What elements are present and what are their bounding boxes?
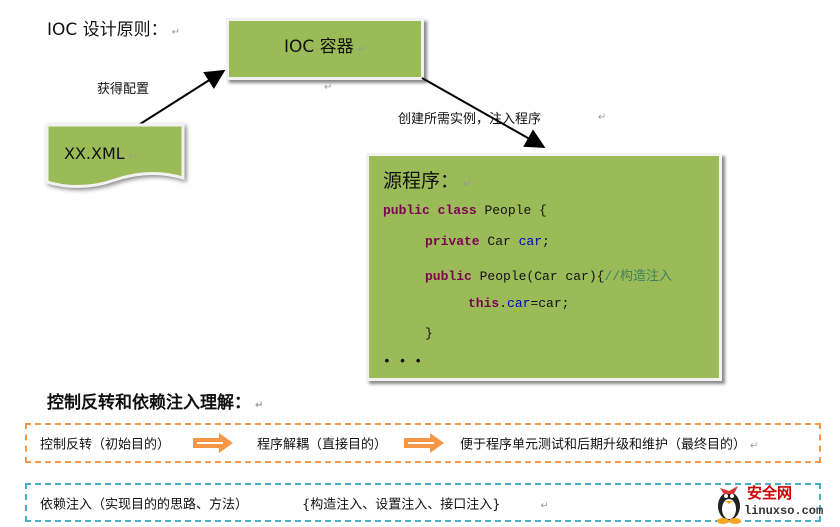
code-line-5: }	[425, 326, 433, 341]
get-config-label: 获得配置	[97, 82, 150, 97]
paragraph-mark: ↵	[598, 112, 607, 123]
page-title: IOC 设计原则：↵	[47, 20, 181, 40]
section-title: 控制反转和依赖注入理解：↵	[47, 393, 264, 413]
source-program-box: 源程序：↵ public class People { private Car …	[366, 153, 722, 381]
orange-arrow-icon	[193, 433, 233, 453]
code-ellipsis: • • •	[383, 354, 423, 369]
flow-step-1: 控制反转（初始目的）	[40, 437, 171, 453]
di-methods: {构造注入、设置注入、接口注入}↵	[302, 497, 549, 512]
di-label: 依赖注入（实现目的的思路、方法）	[40, 497, 249, 512]
flow-step-2: 程序解耦（直接目的）	[257, 437, 388, 453]
ioc-container-box: IOC 容器↵	[226, 18, 424, 80]
code-line-4: this.car=car;	[468, 296, 570, 311]
flow-step-3: 便于程序单元测试和后期升级和维护（最终目的）↵	[460, 437, 759, 453]
code-line-2: private Car car;	[425, 234, 550, 249]
code-line-1: public class People {	[383, 203, 547, 218]
watermark-site: linuxso.com	[744, 504, 824, 518]
code-line-3: public People(Car car){//构造注入	[425, 269, 673, 284]
watermark-name: 安全网	[747, 484, 793, 502]
paragraph-mark: ↵	[324, 82, 333, 93]
create-instance-label: 创建所需实例，注入程序	[398, 112, 542, 127]
watermark-logo: 安全网 linuxso.com	[714, 480, 834, 525]
penguin-icon	[717, 486, 741, 524]
xml-box-label: XX.XML↵	[64, 144, 138, 163]
xml-document-shape	[45, 123, 185, 189]
arrow-to-source	[421, 77, 546, 148]
arrows	[45, 69, 546, 189]
orange-arrow-icon	[404, 433, 444, 453]
ioc-flow-box: 控制反转（初始目的） 程序解耦（直接目的） 便于程序单元测试和后期升级和维护（最…	[25, 423, 821, 463]
di-box: 依赖注入（实现目的的思路、方法） {构造注入、设置注入、接口注入}↵	[25, 483, 821, 522]
arrow-to-ioc	[136, 69, 226, 127]
source-heading: 源程序：↵	[383, 170, 472, 192]
